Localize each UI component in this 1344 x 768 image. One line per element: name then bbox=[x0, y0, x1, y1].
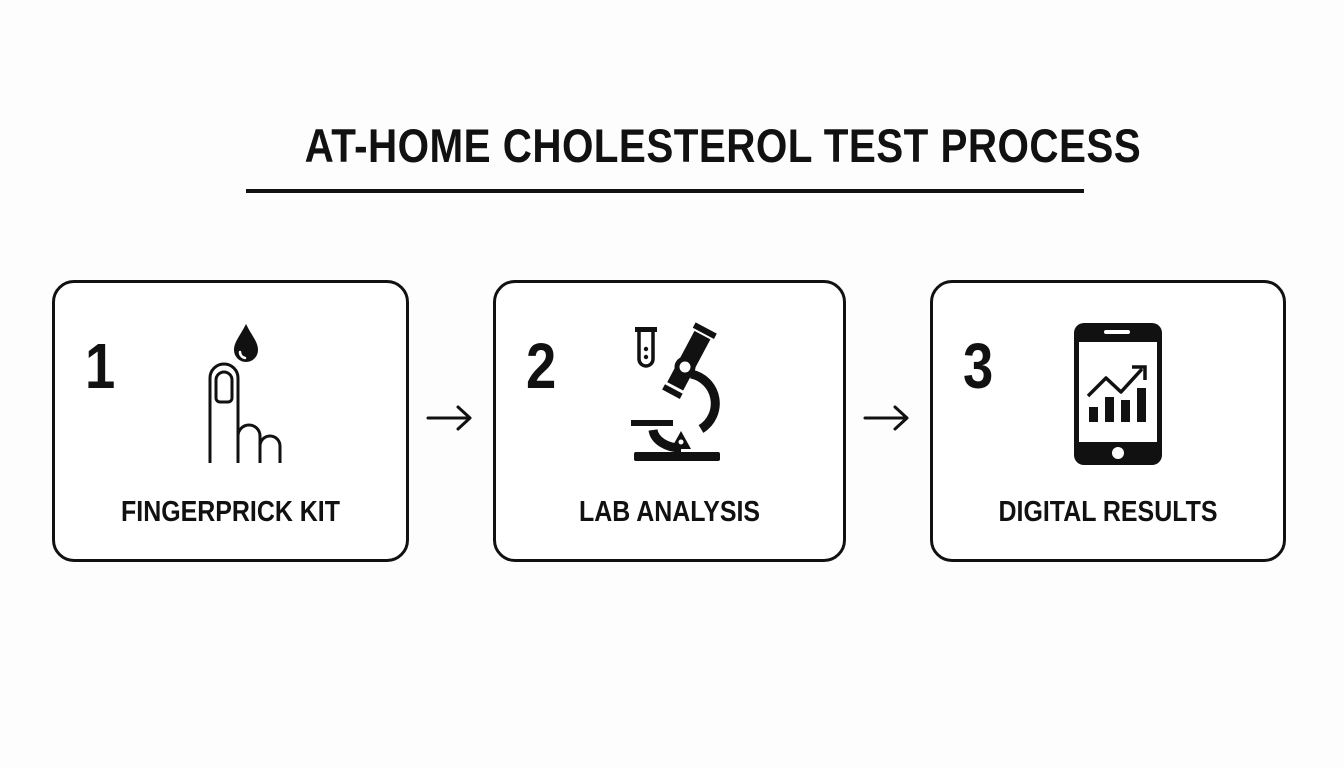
step-number: 3 bbox=[963, 330, 994, 402]
step-card-1: 1 FINGERPRICK KIT bbox=[52, 280, 409, 562]
step-label: DIGITAL RESULTS bbox=[998, 496, 1218, 528]
step-label: LAB ANALYSIS bbox=[578, 496, 761, 528]
title-underline bbox=[246, 189, 1084, 193]
diagram-title: AT-HOME CHOLESTEROL TEST PROCESS bbox=[304, 119, 1142, 172]
smartphone-chart-icon bbox=[1074, 323, 1162, 465]
step-number: 2 bbox=[526, 330, 557, 402]
step-card-2: 2 LAB ANALYSIS bbox=[493, 280, 846, 562]
arrow-right-icon bbox=[863, 405, 909, 431]
step-card-3: 3 DIGITAL RESULTS bbox=[930, 280, 1286, 562]
step-number: 1 bbox=[85, 330, 116, 402]
arrow-right-icon bbox=[426, 405, 472, 431]
step-label: FINGERPRICK KIT bbox=[121, 496, 340, 528]
finger-blood-drop-icon bbox=[208, 324, 282, 463]
microscope-test-tube-icon bbox=[631, 322, 720, 461]
